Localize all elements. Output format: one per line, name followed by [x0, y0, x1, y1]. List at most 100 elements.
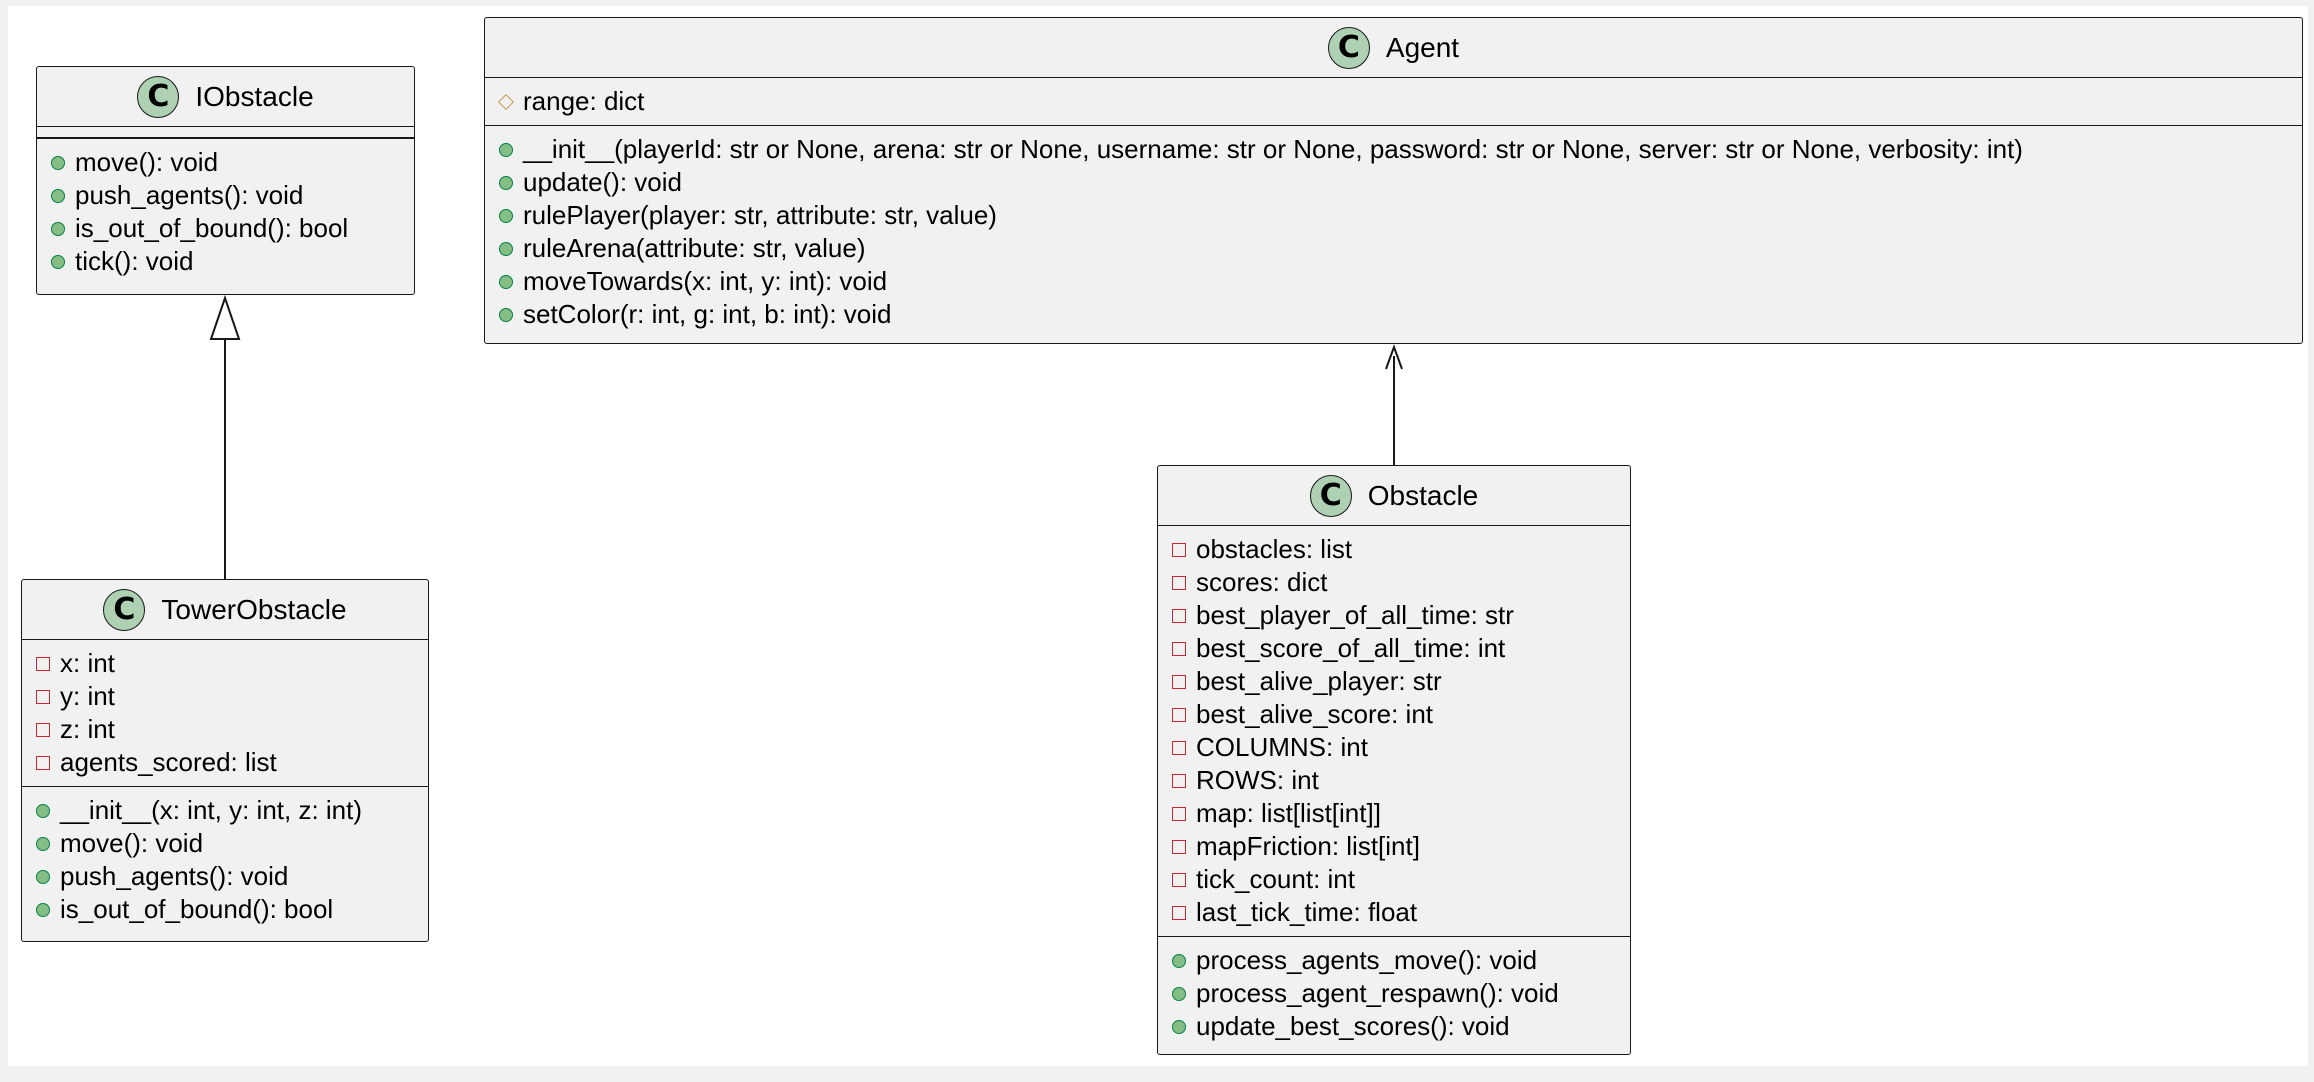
public-visibility-icon: [51, 155, 65, 170]
public-visibility-icon: [1172, 953, 1186, 968]
attribute-signature: best_player_of_all_time: str: [1196, 600, 1514, 630]
private-visibility-icon: [36, 689, 50, 704]
attribute-row: COLUMNS: int: [1158, 731, 1630, 764]
public-visibility-icon: [51, 221, 65, 236]
attribute-row: last_tick_time: float: [1158, 896, 1630, 929]
class-header: C TowerObstacle: [22, 580, 428, 640]
public-visibility-icon: [36, 836, 50, 851]
private-visibility-icon: [1172, 707, 1186, 722]
attribute-row: obstacles: list: [1158, 533, 1630, 566]
attribute-signature: COLUMNS: int: [1196, 732, 1368, 762]
attribute-row: x: int: [22, 647, 428, 680]
attribute-signature: map: list[list[int]]: [1196, 798, 1381, 828]
attribute-row: z: int: [22, 713, 428, 746]
attribute-row: best_alive_score: int: [1158, 698, 1630, 731]
method-signature: setColor(r: int, g: int, b: int): void: [523, 299, 892, 329]
class-name: IObstacle: [195, 80, 314, 112]
class-c-icon: C: [1327, 26, 1370, 69]
method-signature: is_out_of_bound(): bool: [75, 213, 349, 243]
attribute-signature: mapFriction: list[int]: [1196, 831, 1420, 861]
class-header: C IObstacle: [37, 67, 414, 127]
public-visibility-icon: [36, 803, 50, 818]
relation-lines: [209, 294, 1403, 579]
private-visibility-icon: [1172, 674, 1186, 689]
generalization-arrowhead: [209, 294, 241, 340]
attribute-signature: z: int: [60, 714, 115, 744]
method-signature: move(): void: [75, 147, 219, 177]
public-visibility-icon: [499, 274, 513, 289]
methods-section: __init__(x: int, y: int, z: int)move(): …: [22, 786, 428, 933]
public-visibility-icon: [51, 254, 65, 269]
attribute-signature: ROWS: int: [1196, 765, 1319, 795]
class-agent[interactable]: C Agent range: dict __init__(playerId: s…: [484, 17, 2303, 344]
private-visibility-icon: [1172, 641, 1186, 656]
class-name: Agent: [1385, 31, 1460, 63]
attribute-row: mapFriction: list[int]: [1158, 830, 1630, 863]
method-row: move(): void: [22, 827, 428, 860]
method-row: update(): void: [485, 166, 2302, 199]
private-visibility-icon: [1172, 839, 1186, 854]
method-signature: move(): void: [60, 828, 204, 858]
class-c-icon: C: [103, 588, 146, 631]
attribute-signature: x: int: [60, 648, 115, 678]
class-c-icon: C: [1309, 474, 1352, 517]
private-visibility-icon: [36, 755, 50, 770]
attribute-row: range: dict: [485, 85, 2302, 118]
public-visibility-icon: [499, 142, 513, 157]
method-signature: moveTowards(x: int, y: int): void: [523, 266, 888, 296]
public-visibility-icon: [499, 241, 513, 256]
class-c-icon: C: [137, 75, 180, 118]
method-row: ruleArena(attribute: str, value): [485, 232, 2302, 265]
public-visibility-icon: [499, 208, 513, 223]
method-row: rulePlayer(player: str, attribute: str, …: [485, 199, 2302, 232]
attribute-row: y: int: [22, 680, 428, 713]
public-visibility-icon: [499, 307, 513, 322]
method-signature: is_out_of_bound(): bool: [60, 894, 334, 924]
method-row: update_best_scores(): void: [1158, 1010, 1630, 1043]
attribute-signature: range: dict: [523, 86, 645, 116]
attribute-signature: best_alive_player: str: [1196, 666, 1442, 696]
attribute-signature: best_alive_score: int: [1196, 699, 1434, 729]
class-header: C Obstacle: [1158, 466, 1630, 526]
attribute-signature: obstacles: list: [1196, 534, 1353, 564]
public-visibility-icon: [51, 188, 65, 203]
private-visibility-icon: [36, 722, 50, 737]
private-visibility-icon: [1172, 872, 1186, 887]
method-signature: __init__(playerId: str or None, arena: s…: [523, 134, 2023, 164]
class-header: C Agent: [485, 18, 2302, 78]
method-row: push_agents(): void: [22, 860, 428, 893]
method-row: is_out_of_bound(): bool: [37, 212, 414, 245]
method-row: setColor(r: int, g: int, b: int): void: [485, 298, 2302, 331]
private-visibility-icon: [1172, 542, 1186, 557]
method-signature: rulePlayer(player: str, attribute: str, …: [523, 200, 997, 230]
method-signature: __init__(x: int, y: int, z: int): [60, 795, 363, 825]
protected-visibility-icon: [498, 93, 514, 110]
method-signature: process_agent_respawn(): void: [1196, 978, 1559, 1008]
attribute-row: best_score_of_all_time: int: [1158, 632, 1630, 665]
method-row: moveTowards(x: int, y: int): void: [485, 265, 2302, 298]
method-signature: update_best_scores(): void: [1196, 1011, 1510, 1041]
method-row: __init__(x: int, y: int, z: int): [22, 794, 428, 827]
method-row: is_out_of_bound(): bool: [22, 893, 428, 926]
attribute-signature: scores: dict: [1196, 567, 1328, 597]
attribute-signature: agents_scored: list: [60, 747, 277, 777]
private-visibility-icon: [1172, 806, 1186, 821]
attribute-signature: tick_count: int: [1196, 864, 1355, 894]
attribute-row: map: list[list[int]]: [1158, 797, 1630, 830]
public-visibility-icon: [1172, 986, 1186, 1001]
method-row: process_agent_respawn(): void: [1158, 977, 1630, 1010]
attribute-signature: y: int: [60, 681, 115, 711]
method-row: tick(): void: [37, 245, 414, 278]
method-row: push_agents(): void: [37, 179, 414, 212]
attribute-row: agents_scored: list: [22, 746, 428, 779]
class-name: TowerObstacle: [161, 593, 347, 625]
private-visibility-icon: [1172, 773, 1186, 788]
attribute-row: tick_count: int: [1158, 863, 1630, 896]
